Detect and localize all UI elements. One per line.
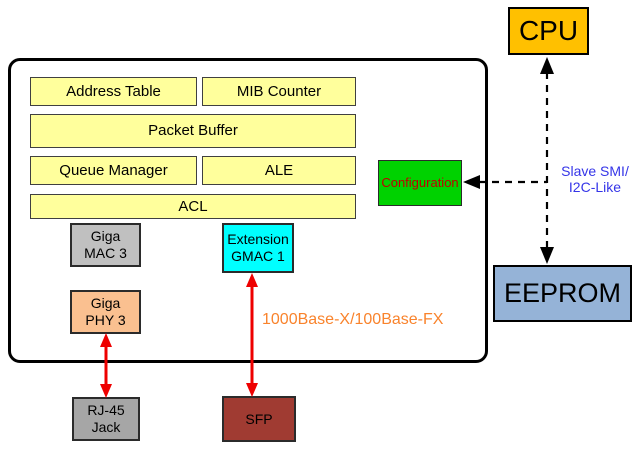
block-cpu: CPU [508,7,589,55]
block-queue-manager: Queue Manager [30,156,197,185]
arrowhead-down-icon [100,384,112,398]
block-sfp: SFP [222,396,296,442]
block-extension-gmac-1: Extension GMAC 1 [222,223,294,273]
arrowhead-down-icon [246,383,258,397]
cpu-eeprom-dashed-connector [540,57,554,264]
block-ale: ALE [202,156,356,185]
block-address-table: Address Table [30,77,197,106]
block-packet-buffer: Packet Buffer [30,114,356,148]
block-giga-phy-3: Giga PHY 3 [70,290,141,334]
block-acl: ACL [30,194,356,219]
label-1000base-x-100base-fx: 1000Base-X/100Base-FX [262,311,444,328]
arrowhead-up-icon [540,57,554,74]
block-eeprom: EEPROM [493,265,632,322]
block-rj45-jack: RJ-45 Jack [72,397,140,441]
arrowhead-down-icon [540,247,554,264]
label-slave-smi-i2c: Slave SMI/ I2C-Like [561,163,629,196]
block-giga-mac-3: Giga MAC 3 [70,223,141,267]
block-mib-counter: MIB Counter [202,77,356,106]
block-configuration: Configuration [378,160,462,206]
